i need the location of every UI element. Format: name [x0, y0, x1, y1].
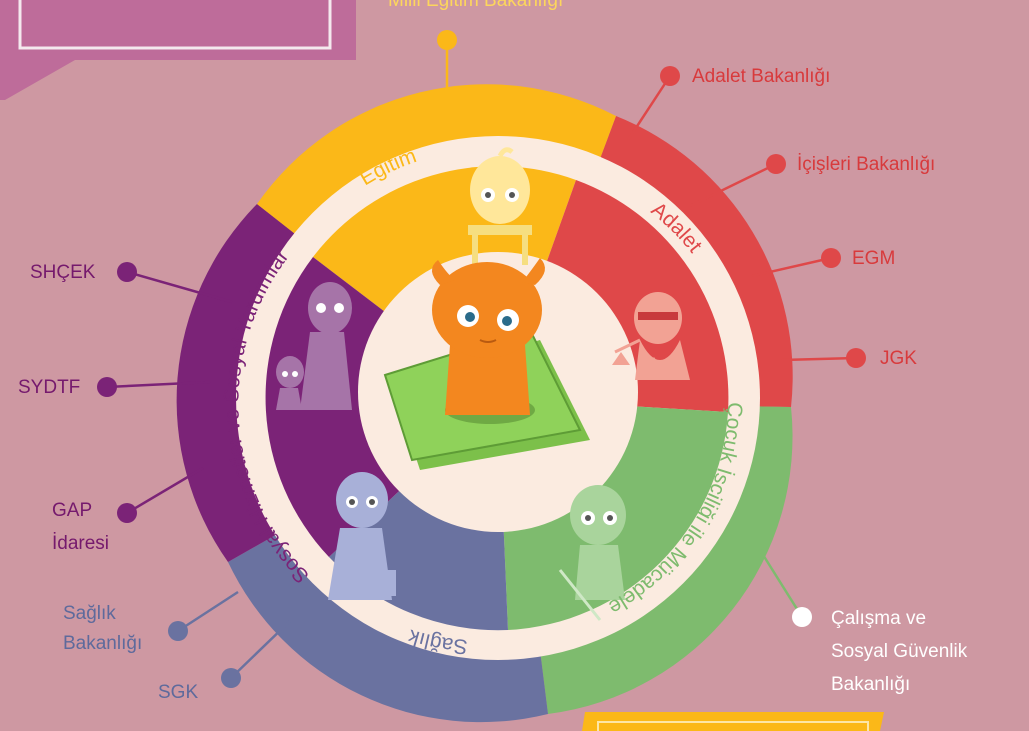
label-icisleri: İçişleri Bakanlığı: [797, 154, 935, 175]
label-saglik-line2: Bakanlığı: [63, 633, 142, 654]
label-egm: EGM: [852, 248, 895, 269]
dot-shcek: [117, 262, 137, 282]
label-gap-line2: İdaresi: [52, 533, 109, 554]
connectors: [106, 40, 857, 679]
label-gap-line1: GAP: [52, 500, 92, 521]
label-meb: Milli Eğitim Bakanlığı: [388, 0, 563, 11]
connector-shcek: [126, 270, 233, 304]
connector-sgk: [230, 620, 291, 679]
label-saglik-line1: Sağlık: [63, 603, 116, 624]
label-shcek: SHÇEK: [30, 262, 96, 283]
dot-gap: [117, 503, 137, 523]
connector-saglik: [177, 590, 239, 633]
yellow-box-bottom: [582, 712, 884, 731]
label-sydtf: SYDTF: [18, 377, 80, 398]
connector-csgb: [758, 549, 804, 618]
dot-egm: [821, 248, 841, 268]
label-csgb-line2: Sosyal Güvenlik: [831, 641, 968, 662]
dot-sgk: [221, 668, 241, 688]
label-jgk: JGK: [880, 348, 917, 369]
dot-icisleri: [766, 154, 786, 174]
connector-gap: [126, 466, 204, 515]
speech-box-top-left: [0, 0, 356, 100]
connector-adalet: [626, 75, 672, 141]
dot-jgk: [846, 348, 866, 368]
dot-adalet: [660, 66, 680, 86]
connector-dots: [97, 30, 866, 688]
label-csgb-line1: Çalışma ve: [831, 608, 926, 629]
label-adalet-bakanligi: Adalet Bakanlığı: [692, 66, 830, 87]
connector-jgk: [781, 356, 857, 362]
center-child-icon: [431, 258, 545, 415]
connector-sydtf: [106, 380, 211, 389]
connector-egm: [751, 256, 832, 278]
connector-icisleri: [689, 162, 777, 208]
adalet-child-icon: [612, 292, 690, 380]
dot-meb: [437, 30, 457, 50]
dot-sydtf: [97, 377, 117, 397]
egitim-child-icon: [468, 147, 532, 265]
dot-saglik: [168, 621, 188, 641]
saglik-child-icon: [328, 472, 396, 600]
cocuk-child-icon: [558, 485, 626, 621]
sosyal-children-icon: [276, 282, 352, 410]
label-sgk: SGK: [158, 682, 198, 703]
label-csgb-line3: Bakanlığı: [831, 674, 910, 695]
dot-csgb: [792, 607, 812, 627]
